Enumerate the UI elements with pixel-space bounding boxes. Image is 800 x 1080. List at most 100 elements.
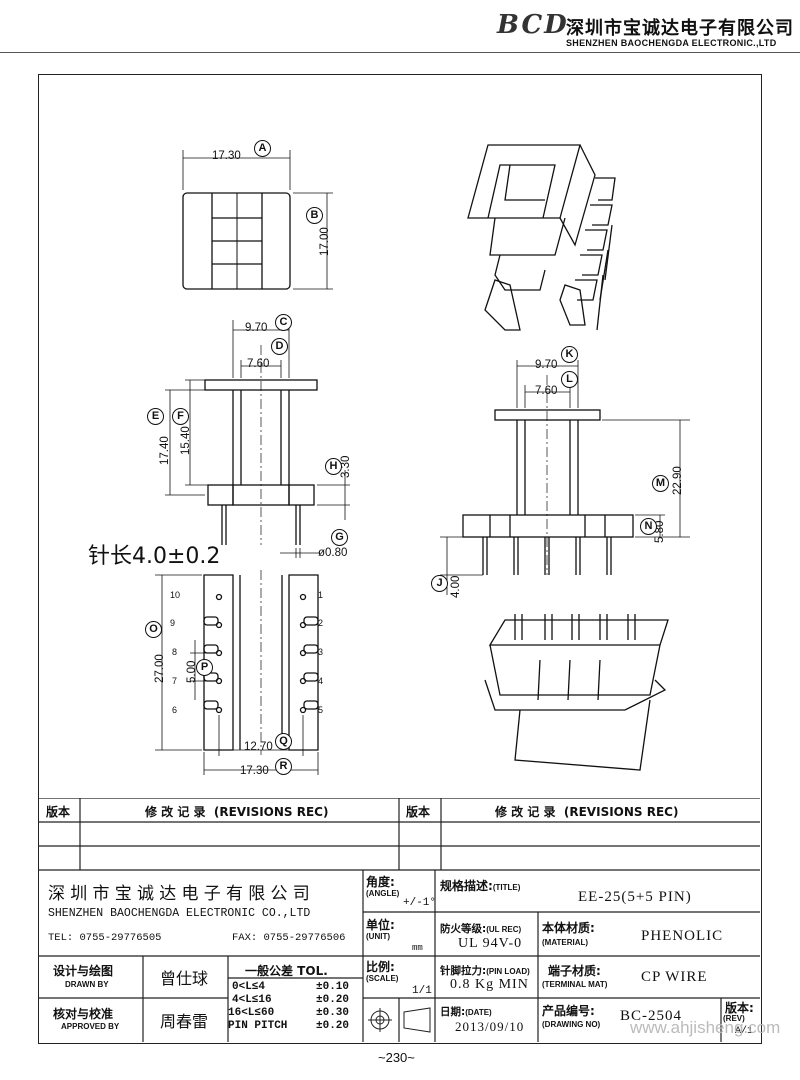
tb-drawno-en: (DRAWING NO) — [542, 1020, 601, 1029]
rev-col-record2: 修 改 记 录 (REVISIONS REC) — [495, 805, 679, 819]
tb-unit-en: (UNIT) — [366, 932, 390, 941]
dim-tag-b: B — [306, 207, 323, 224]
top-view — [182, 150, 333, 290]
pin-number: 9 — [170, 618, 176, 628]
tb-tol-range: 4<L≤16 — [232, 994, 272, 1006]
tb-ul-label: 防火等级:(UL REC) — [440, 917, 521, 936]
tb-approved-name: 周春雷 — [160, 1014, 209, 1031]
watermark: www.ahjisheng.com — [630, 1018, 781, 1037]
tb-material-value: PHENOLIC — [641, 928, 724, 944]
dim-tag-d: D — [271, 338, 288, 355]
page-number: ~230~ — [378, 1050, 415, 1065]
isometric-view-bottom — [484, 614, 669, 771]
tb-date-cn: 日期: — [440, 1006, 466, 1018]
pin-number: 4 — [318, 676, 324, 686]
dim-tag-f: F — [172, 408, 189, 425]
tb-tel: TEL: 0755-29776505 — [48, 932, 162, 944]
dim-top-width: 17.30 — [212, 150, 241, 162]
rev-col-record: 修 改 记 录 (REVISIONS REC) — [145, 805, 329, 819]
tb-title-value: EE-25(5+5 PIN) — [578, 889, 692, 905]
tb-drawn-name: 曾仕球 — [160, 971, 209, 988]
tb-date-en-label: (DATE) — [465, 1008, 492, 1017]
dim-tag-l: L — [561, 371, 578, 388]
dim-tag-o: O — [145, 621, 162, 638]
dim-tag-a: A — [254, 140, 271, 157]
tb-material-en: (MATERIAL) — [542, 938, 589, 947]
dim-side-pin: 4.00 — [450, 575, 462, 598]
tb-approved-en: APPROVED BY — [61, 1022, 120, 1031]
dim-side-h1: 22.90 — [672, 466, 684, 495]
rev-col-version: 版本 — [46, 805, 71, 819]
tb-pinload-cn: 针脚拉力: — [440, 965, 487, 977]
company-logo: BCD — [497, 10, 569, 40]
tb-fax: FAX: 0755-29776506 — [232, 932, 346, 944]
tb-date-value: 2013/09/10 — [455, 1019, 525, 1034]
tb-material-cn: 本体材质: — [542, 921, 595, 935]
tb-unit-cn: 单位: — [366, 918, 395, 932]
tb-drawn-cn: 设计与绘图 — [53, 964, 114, 978]
pin-number: 7 — [172, 676, 178, 686]
dim-front-w2: 7.60 — [247, 358, 270, 370]
tb-angle-cn: 角度: — [366, 875, 395, 889]
tb-ul-value: UL 94V-0 — [458, 936, 523, 951]
pin-number: 2 — [318, 618, 324, 628]
tb-company-en: SHENZHEN BAOCHENGDA ELECTRONIC CO.,LTD — [48, 907, 311, 920]
tb-rev-value: A/1 — [735, 1026, 754, 1037]
pin-number: 10 — [170, 590, 181, 600]
dim-tag-p: P — [196, 659, 213, 676]
dim-top-height: 17.00 — [319, 227, 331, 256]
tb-approved-cn: 核对与校准 — [53, 1007, 114, 1021]
tb-pinload-label: 针脚拉力:(PIN LOAD) — [440, 959, 530, 978]
tb-company-cn: 深 圳 市 宝 诚 达 电 子 有 限 公 司 — [48, 884, 311, 903]
tb-unit-val: mm — [412, 943, 423, 953]
dim-front-h1: 17.40 — [159, 436, 171, 465]
dim-tag-h: H — [325, 458, 342, 475]
rev-col-version2: 版本 — [406, 805, 431, 819]
tb-terminal-value: CP WIRE — [641, 969, 708, 985]
tb-scale-cn: 比例: — [366, 960, 395, 974]
tb-ul-en: (UL REC) — [486, 925, 522, 934]
dim-pin-diameter: ø0.80 — [318, 547, 348, 559]
front-view — [165, 320, 350, 558]
tb-rev-cn: 版本: — [725, 1001, 754, 1015]
dim-bottom-w2: 17.30 — [240, 765, 269, 777]
header-rule — [0, 52, 800, 53]
tb-tol-range: PIN PITCH — [228, 1020, 288, 1032]
tb-tol-value: ±0.10 — [316, 981, 350, 993]
tb-title-label: 规格描述:(TITLE) — [440, 875, 520, 894]
dim-tag-m: M — [652, 475, 669, 492]
tb-pinload-value: 0.8 Kg MIN — [450, 977, 529, 992]
title-block-lines — [38, 798, 760, 1042]
dim-side-w1: 9.70 — [535, 359, 558, 371]
tb-drawn-en: DRAWN BY — [65, 980, 109, 989]
tb-scale-val: 1/1 — [412, 985, 432, 997]
tb-tol-value: ±0.20 — [316, 1020, 350, 1032]
dim-tag-j: J — [431, 575, 448, 592]
isometric-view-top — [467, 144, 616, 331]
dim-tag-g: G — [331, 529, 348, 546]
dim-front-h2: 15.40 — [180, 426, 192, 455]
tb-drawno-cn: 产品编号: — [542, 1004, 595, 1018]
bottom-view — [155, 570, 319, 775]
pin-number: 1 — [318, 590, 324, 600]
pin-length-note: 针长4.0±0.2 — [88, 544, 221, 569]
tb-ul-cn: 防火等级: — [440, 923, 487, 935]
pin-number: 3 — [318, 647, 324, 657]
pin-number: 6 — [172, 705, 178, 715]
dim-bottom-w1: 12.70 — [244, 741, 273, 753]
drawing-frame — [38, 74, 762, 1044]
tb-tol-range: 0<L≤4 — [232, 981, 266, 993]
technical-drawing — [155, 144, 690, 775]
tb-title-cn: 规格描述: — [440, 879, 493, 893]
pin-number: 5 — [318, 705, 324, 715]
dim-front-w1: 9.70 — [245, 322, 268, 334]
tb-terminal-cn: 端子材质: — [548, 964, 601, 978]
tb-angle-en: (ANGLE) — [366, 889, 400, 898]
company-name-en: SHENZHEN BAOCHENGDA ELECTRONIC.,LTD — [566, 38, 777, 48]
dim-tag-k: K — [561, 346, 578, 363]
tb-tol-value: ±0.20 — [316, 994, 350, 1006]
dim-bottom-height: 27.00 — [154, 654, 166, 683]
tb-title-en: (TITLE) — [492, 883, 521, 892]
dim-tag-n: N — [640, 518, 657, 535]
tb-angle-val: +/-1° — [403, 897, 437, 909]
